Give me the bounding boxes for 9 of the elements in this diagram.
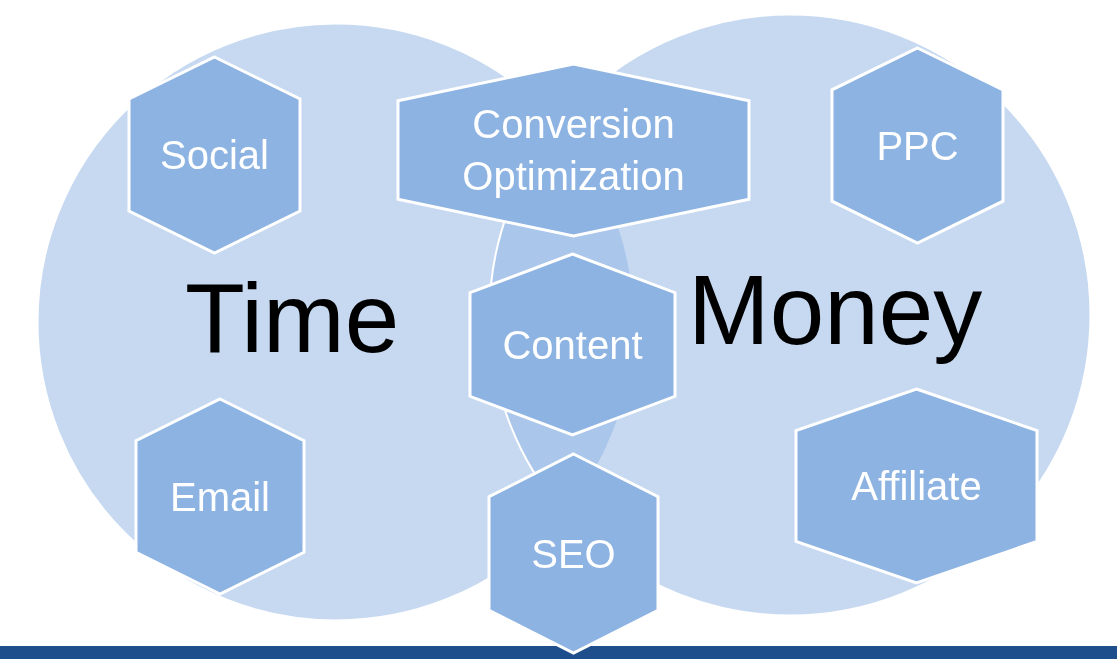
node-label: Affiliate	[851, 463, 982, 510]
node-label: Content	[502, 321, 643, 369]
node-label: SEO	[531, 530, 616, 578]
node-label: Email	[170, 473, 270, 521]
circle-label: Money	[688, 254, 983, 367]
node-label: Conversion Optimization	[461, 101, 686, 200]
node-label: Social	[160, 132, 269, 179]
circle-label: Time	[185, 262, 400, 375]
node-label: PPC	[876, 122, 959, 170]
